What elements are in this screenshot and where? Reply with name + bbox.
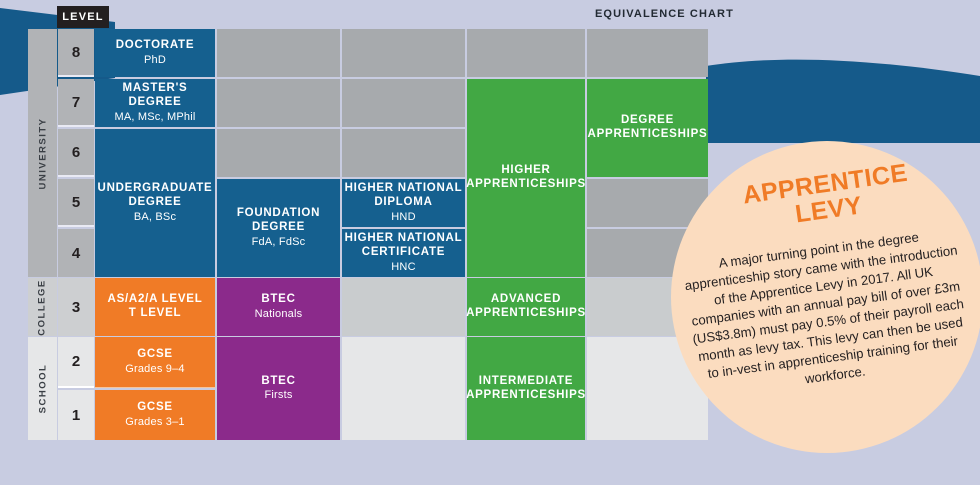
level-number-3: 3 — [58, 278, 94, 336]
empty-cell-col3-level8 — [342, 29, 465, 77]
qualification-masters: MASTER'S DEGREE MA, MSc, MPhil — [95, 79, 215, 127]
callout-body: A major turning point in the degree appr… — [683, 229, 965, 387]
empty-cell-col3-school — [342, 337, 465, 440]
hnc-title-line2: CERTIFICATE — [361, 246, 446, 259]
foundation-subtitle: FdA, FdSc — [251, 235, 306, 248]
higher-apprenticeships-line2: APPRENTICESHIPS — [466, 178, 586, 190]
masters-subtitle: MA, MSc, MPhil — [114, 110, 196, 123]
stage-label-school: SCHOOL — [37, 363, 49, 414]
empty-cell-col5-level5 — [587, 179, 708, 227]
empty-cell-col2-level7 — [217, 79, 340, 127]
higher-apprenticeships-line1: HIGHER — [501, 164, 551, 177]
qualification-doctorate: DOCTORATE PhD — [95, 29, 215, 77]
apprenticeship-degree: DEGREE APPRENTICESHIPS — [587, 79, 708, 177]
empty-cell-col3-level3 — [342, 278, 465, 336]
btec-firsts-subtitle: Firsts — [264, 389, 293, 402]
page-title: EQUIVALENCE CHART — [595, 8, 734, 20]
callout-inner: APPRENTICE LEVY A major turning point in… — [671, 141, 980, 453]
hnd-title-line1: HIGHER NATIONAL — [344, 182, 463, 195]
a-level-title-line2: T LEVEL — [128, 307, 182, 319]
hnd-subtitle: HND — [391, 210, 416, 223]
gcse-high-title: GCSE — [137, 348, 173, 361]
a-level-title-line1: AS/A2/A LEVEL — [107, 293, 203, 306]
apprenticeship-intermediate: INTERMEDIATE APPRENTICESHIPS — [466, 337, 586, 440]
apprenticeship-advanced: ADVANCED APPRENTICESHIPS — [466, 278, 586, 336]
btec-nationals-title: BTEC — [261, 293, 296, 306]
level-number-5: 5 — [58, 179, 94, 227]
advanced-apprenticeships-line2: APPRENTICESHIPS — [466, 307, 586, 319]
stage-school: SCHOOL — [28, 337, 57, 440]
btec-nationals-subtitle: Nationals — [254, 307, 303, 320]
level-number-7: 7 — [58, 79, 94, 127]
stage-college: COLLEGE — [28, 278, 57, 336]
level-number-2: 2 — [58, 337, 94, 388]
qualification-gcse-high: GCSE Grades 9–4 — [95, 337, 215, 388]
undergraduate-title-line2: DEGREE — [128, 196, 182, 209]
empty-cell-col4-level8 — [467, 29, 585, 77]
gcse-low-subtitle: Grades 3–1 — [125, 415, 185, 428]
doctorate-title: DOCTORATE — [115, 39, 195, 52]
empty-cell-col2-level6 — [217, 129, 340, 177]
masters-title: MASTER'S DEGREE — [122, 82, 188, 109]
equivalence-grid: UNIVERSITY COLLEGE SCHOOL 8 7 6 5 4 3 2 … — [0, 29, 760, 440]
gcse-low-title: GCSE — [137, 401, 173, 414]
qualification-a-level: AS/A2/A LEVEL T LEVEL — [95, 278, 215, 336]
hnd-title-line2: DIPLOMA — [374, 196, 433, 209]
hnc-subtitle: HNC — [391, 260, 416, 273]
intermediate-apprenticeships-line1: INTERMEDIATE — [478, 374, 574, 387]
empty-cell-col2-level8 — [217, 29, 340, 77]
foundation-title-line1: FOUNDATION — [236, 207, 321, 220]
stage-label-university: UNIVERSITY — [37, 116, 49, 190]
level-number-1: 1 — [58, 390, 94, 440]
qualification-btec-nationals: BTEC Nationals — [217, 278, 340, 336]
doctorate-subtitle: PhD — [144, 53, 166, 66]
gcse-high-subtitle: Grades 9–4 — [125, 362, 185, 375]
level-badge: LEVEL — [57, 6, 109, 28]
stage-university: UNIVERSITY — [28, 29, 57, 277]
qualification-gcse-low: GCSE Grades 3–1 — [95, 390, 215, 440]
advanced-apprenticeships-line1: ADVANCED — [490, 293, 562, 306]
qualification-btec-firsts: BTEC Firsts — [217, 337, 340, 440]
undergraduate-subtitle: BA, BSc — [133, 210, 177, 223]
foundation-title-line2: DEGREE — [251, 221, 306, 234]
empty-cell-col5-level8 — [587, 29, 708, 77]
level-number-8: 8 — [58, 29, 94, 77]
qualification-foundation-degree: FOUNDATION DEGREE FdA, FdSc — [217, 179, 340, 277]
degree-apprenticeships-line2: APPRENTICESHIPS — [587, 128, 708, 140]
qualification-undergraduate: UNDERGRADUATE DEGREE BA, BSc — [95, 129, 215, 277]
empty-cell-col3-level7 — [342, 79, 465, 127]
btec-firsts-title: BTEC — [261, 374, 296, 387]
apprenticeship-higher: HIGHER APPRENTICESHIPS — [466, 79, 586, 277]
undergraduate-title-line1: UNDERGRADUATE — [97, 182, 213, 195]
intermediate-apprenticeships-line2: APPRENTICESHIPS — [466, 388, 586, 401]
level-number-6: 6 — [58, 129, 94, 177]
apprentice-levy-callout: APPRENTICE LEVY A major turning point in… — [671, 141, 980, 453]
qualification-hnd: HIGHER NATIONAL DIPLOMA HND — [342, 179, 465, 227]
qualification-hnc: HIGHER NATIONAL CERTIFICATE HNC — [342, 229, 465, 277]
stage-label-college: COLLEGE — [37, 278, 49, 336]
empty-cell-col3-level6 — [342, 129, 465, 177]
level-number-4: 4 — [58, 229, 94, 277]
hnc-title-line1: HIGHER NATIONAL — [344, 232, 463, 245]
degree-apprenticeships-line1: DEGREE — [620, 114, 675, 127]
